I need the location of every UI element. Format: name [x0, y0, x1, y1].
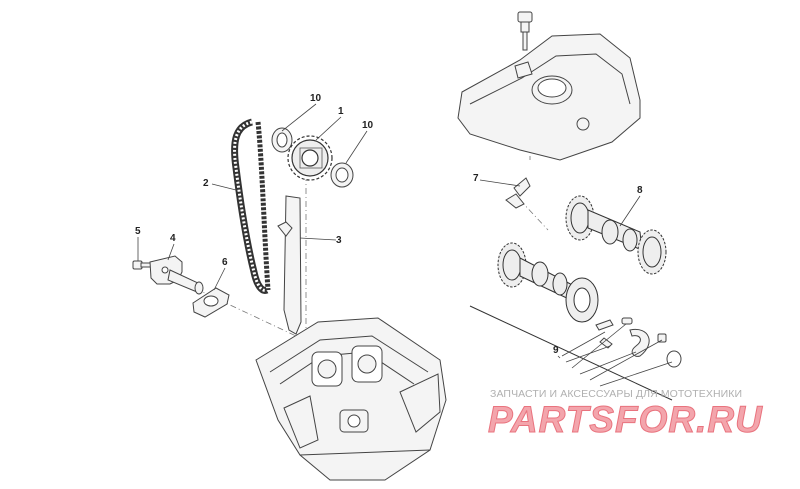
callout-7: 7	[473, 173, 479, 184]
part-cover-bolt	[517, 11, 533, 51]
part-timing-chain-2	[231, 118, 271, 294]
part-gasket-6	[192, 287, 230, 318]
watermark-subtitle: ЗАПЧАСТИ И АКСЕССУАРЫ ДЛЯ МОТОТЕХНИКИ	[490, 388, 743, 400]
callout-5: 5	[135, 226, 141, 237]
part-head-cover	[457, 33, 641, 161]
part-cylinder-head	[255, 317, 447, 481]
part-camshaft-exhaust	[497, 242, 599, 323]
callout-10a: 10	[310, 93, 322, 104]
part-tensioner-4	[149, 255, 204, 295]
part-chain-guide-3	[277, 195, 302, 335]
part-bolt-5	[132, 260, 152, 270]
callout-10b: 10	[362, 120, 374, 131]
callout-2: 2	[203, 178, 209, 189]
leader-lines	[137, 103, 673, 387]
part-bearing-10-upper	[271, 127, 293, 153]
callout-8: 8	[637, 185, 643, 196]
part-clip-7	[505, 177, 531, 209]
part-sprocket-1	[287, 135, 333, 181]
callout-3: 3	[336, 235, 342, 246]
part-decompressor-9	[595, 317, 682, 368]
callout-1: 1	[338, 106, 344, 117]
callout-9: 9	[553, 345, 559, 356]
watermark-logo: PARTSFOR.RU	[488, 399, 763, 441]
part-camshaft-8	[565, 195, 667, 275]
part-bearing-10-lower	[330, 162, 354, 188]
callout-4: 4	[170, 233, 176, 244]
callout-6: 6	[222, 257, 228, 268]
part-9-group-line	[469, 305, 673, 401]
